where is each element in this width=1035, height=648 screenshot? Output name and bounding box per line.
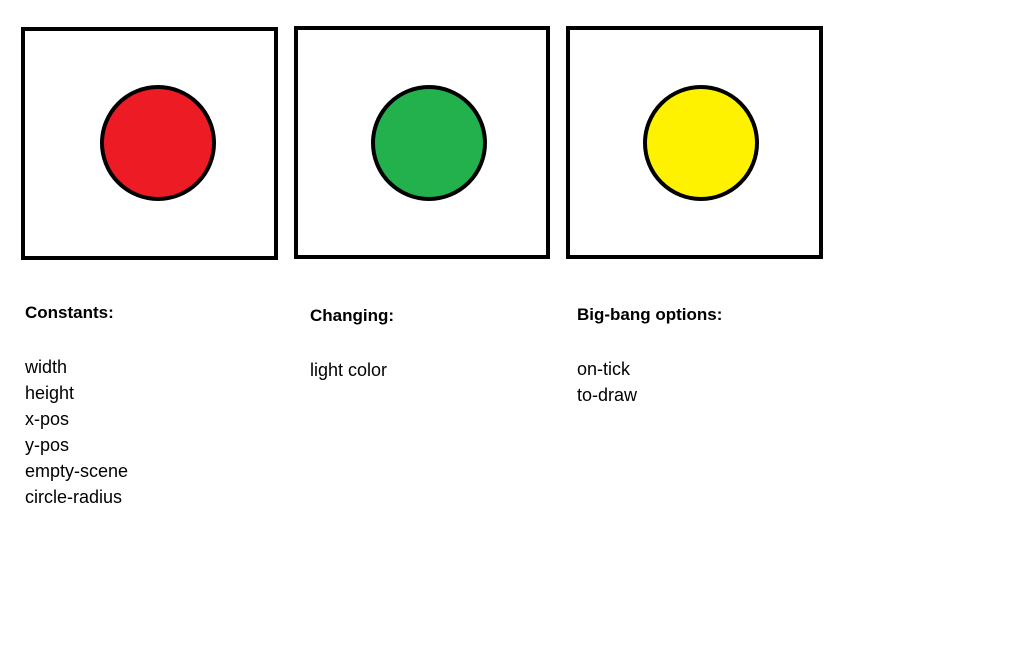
changing-list: light color <box>310 357 394 383</box>
yellow-light-svg <box>643 85 759 201</box>
constants-item: empty-scene <box>25 461 129 481</box>
scene-red-light <box>21 27 278 260</box>
constants-section: Constants: width height x-pos y-pos empt… <box>25 302 128 510</box>
big-bang-item: to-draw <box>577 385 638 405</box>
big-bang-item: on-tick <box>577 359 631 379</box>
constants-item: y-pos <box>25 435 70 455</box>
red-light-circle <box>100 85 216 201</box>
constants-list: width height x-pos y-pos empty-scene cir… <box>25 354 128 510</box>
constants-item: x-pos <box>25 409 70 429</box>
big-bang-section: Big-bang options: on-tick to-draw <box>577 304 722 408</box>
constants-item: circle-radius <box>25 487 123 507</box>
green-light-svg <box>371 85 487 201</box>
changing-heading: Changing: <box>310 306 395 325</box>
scene-yellow-light <box>566 26 823 259</box>
red-light-svg <box>100 85 216 201</box>
scene-green-light <box>294 26 550 259</box>
constants-heading: Constants: <box>25 303 114 322</box>
changing-item: light color <box>310 360 388 380</box>
changing-section: Changing: light color <box>310 305 394 383</box>
constants-item: width <box>25 357 68 377</box>
big-bang-heading: Big-bang options: <box>577 305 723 324</box>
big-bang-list: on-tick to-draw <box>577 356 722 408</box>
green-light-circle <box>371 85 487 201</box>
constants-item: height <box>25 383 75 403</box>
yellow-light-circle <box>643 85 759 201</box>
